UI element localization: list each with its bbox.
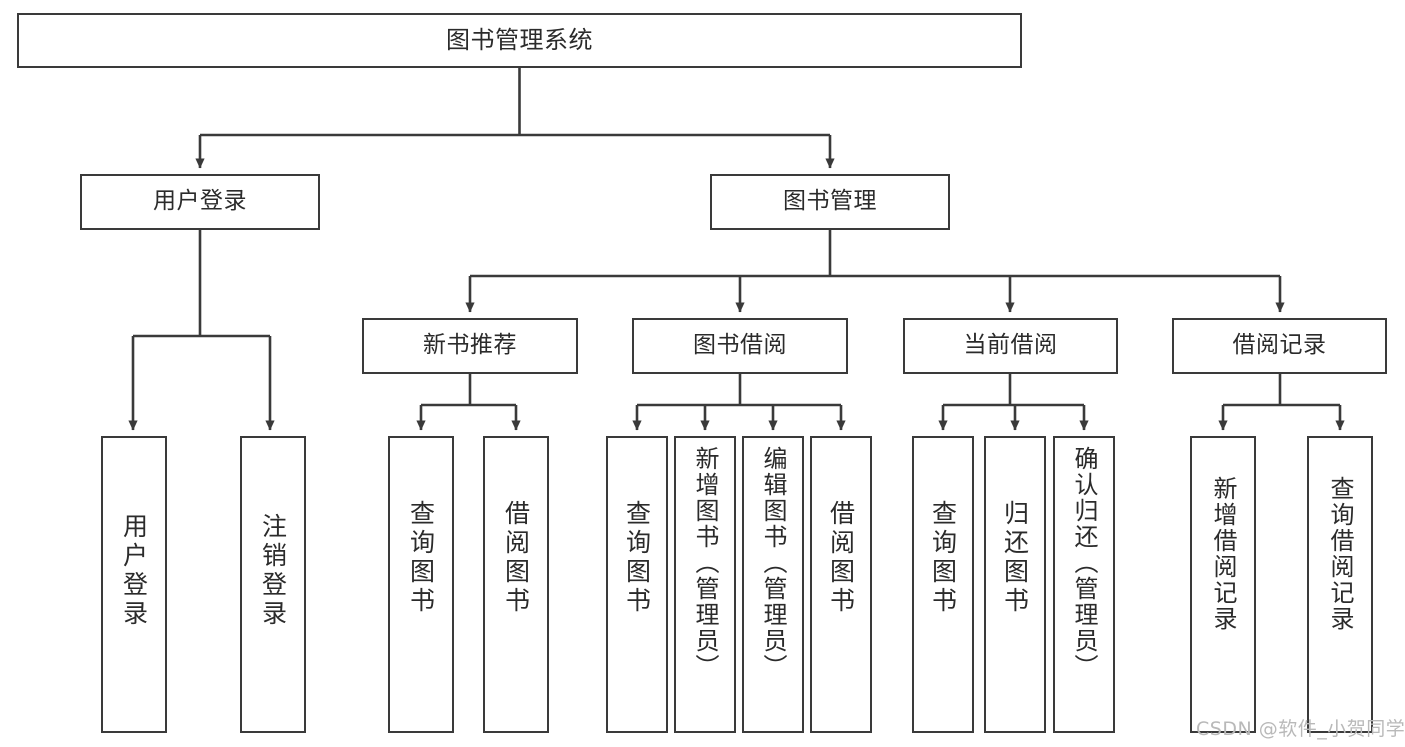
- node-leaf-query-book-1-label: 查询图书: [406, 500, 436, 616]
- node-leaf-query-book-3[interactable]: 查询图书: [912, 436, 974, 733]
- node-leaf-borrow-book-2[interactable]: 借阅图书: [810, 436, 872, 733]
- node-leaf-return-book-label: 归还图书: [1000, 500, 1030, 616]
- node-new-book-recommend-label: 新书推荐: [423, 332, 517, 359]
- node-leaf-edit-book[interactable]: 编辑图书（管理员）: [742, 436, 804, 733]
- node-leaf-return-book[interactable]: 归还图书: [984, 436, 1046, 733]
- node-new-book-recommend[interactable]: 新书推荐: [362, 318, 578, 374]
- node-leaf-user-login[interactable]: 用户登录: [101, 436, 167, 733]
- node-user-login-label: 用户登录: [153, 188, 247, 215]
- node-leaf-user-logout[interactable]: 注销登录: [240, 436, 306, 733]
- node-leaf-borrow-book-1[interactable]: 借阅图书: [483, 436, 549, 733]
- node-leaf-query-book-2-label: 查询图书: [622, 500, 652, 616]
- node-borrow-record[interactable]: 借阅记录: [1172, 318, 1387, 374]
- node-leaf-query-record[interactable]: 查询借阅记录: [1307, 436, 1373, 733]
- node-leaf-query-book-1[interactable]: 查询图书: [388, 436, 454, 733]
- csdn-watermark: CSDN @软件_小贺同学: [1196, 714, 1405, 741]
- node-book-manage[interactable]: 图书管理: [710, 174, 950, 230]
- node-leaf-add-book[interactable]: 新增图书（管理员）: [674, 436, 736, 733]
- node-leaf-add-book-label: 新增图书（管理员）: [691, 446, 719, 680]
- node-borrow-record-label: 借阅记录: [1232, 332, 1327, 359]
- node-book-manage-label: 图书管理: [783, 188, 877, 215]
- node-leaf-query-book-2[interactable]: 查询图书: [606, 436, 668, 733]
- node-leaf-borrow-book-1-label: 借阅图书: [501, 500, 531, 616]
- node-leaf-user-logout-label: 注销登录: [258, 513, 288, 629]
- node-user-login[interactable]: 用户登录: [80, 174, 320, 230]
- node-leaf-edit-book-label: 编辑图书（管理员）: [759, 446, 787, 680]
- node-root-label: 图书管理系统: [446, 26, 593, 55]
- node-leaf-query-book-3-label: 查询图书: [928, 500, 958, 616]
- node-current-borrow-label: 当前借阅: [963, 332, 1058, 359]
- node-leaf-query-record-label: 查询借阅记录: [1326, 476, 1354, 632]
- node-leaf-confirm-return-label: 确认归还（管理员）: [1070, 446, 1098, 680]
- csdn-watermark-text: CSDN @软件_小贺同学: [1196, 718, 1405, 740]
- node-book-borrow[interactable]: 图书借阅: [632, 318, 848, 374]
- node-leaf-confirm-return[interactable]: 确认归还（管理员）: [1053, 436, 1115, 733]
- node-current-borrow[interactable]: 当前借阅: [903, 318, 1118, 374]
- node-book-borrow-label: 图书借阅: [693, 332, 787, 359]
- node-leaf-add-record-label: 新增借阅记录: [1209, 476, 1237, 632]
- node-root[interactable]: 图书管理系统: [17, 13, 1022, 68]
- node-leaf-borrow-book-2-label: 借阅图书: [826, 500, 856, 616]
- node-leaf-user-login-label: 用户登录: [119, 513, 149, 629]
- node-leaf-add-record[interactable]: 新增借阅记录: [1190, 436, 1256, 733]
